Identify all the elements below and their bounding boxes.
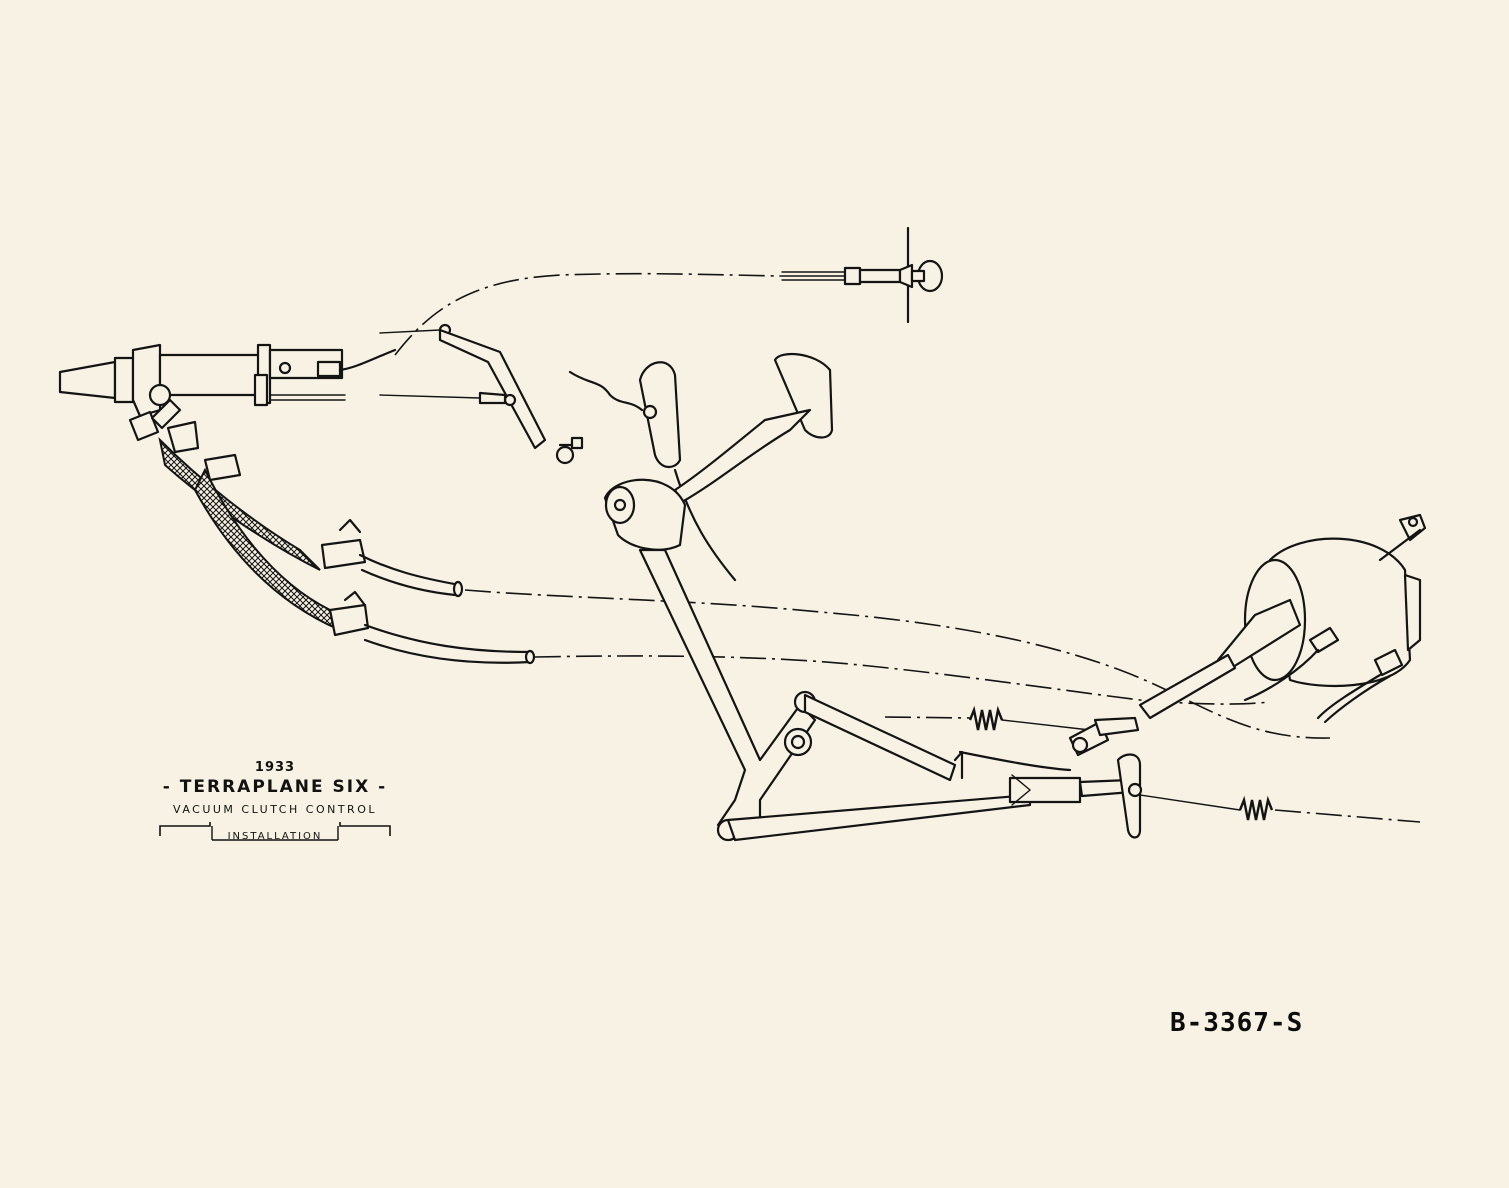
title-frame-ornament <box>159 822 391 841</box>
dash-control-knob <box>394 226 944 356</box>
vacuum-hoses <box>158 436 1331 739</box>
title-year: 1933 <box>254 760 296 775</box>
release-linkage <box>884 705 1421 839</box>
control-valve-assembly <box>58 343 397 454</box>
clutch-pedal-assembly <box>603 353 1032 842</box>
title-model: - TERRAPLANE SIX - <box>162 777 388 797</box>
vacuum-cylinder <box>1138 513 1427 724</box>
title-subtitle-frame: INSTALLATION <box>150 820 400 842</box>
title-block: 1933 - TERRAPLANE SIX - VACUUM CLUTCH CO… <box>150 760 400 842</box>
title-subtitle: INSTALLATION <box>227 831 323 842</box>
accelerator-pedal <box>568 361 737 582</box>
title-description: VACUUM CLUTCH CONTROL <box>173 803 377 816</box>
drawing-number: B-3367-S <box>1170 1008 1304 1038</box>
throttle-linkage <box>379 323 584 465</box>
